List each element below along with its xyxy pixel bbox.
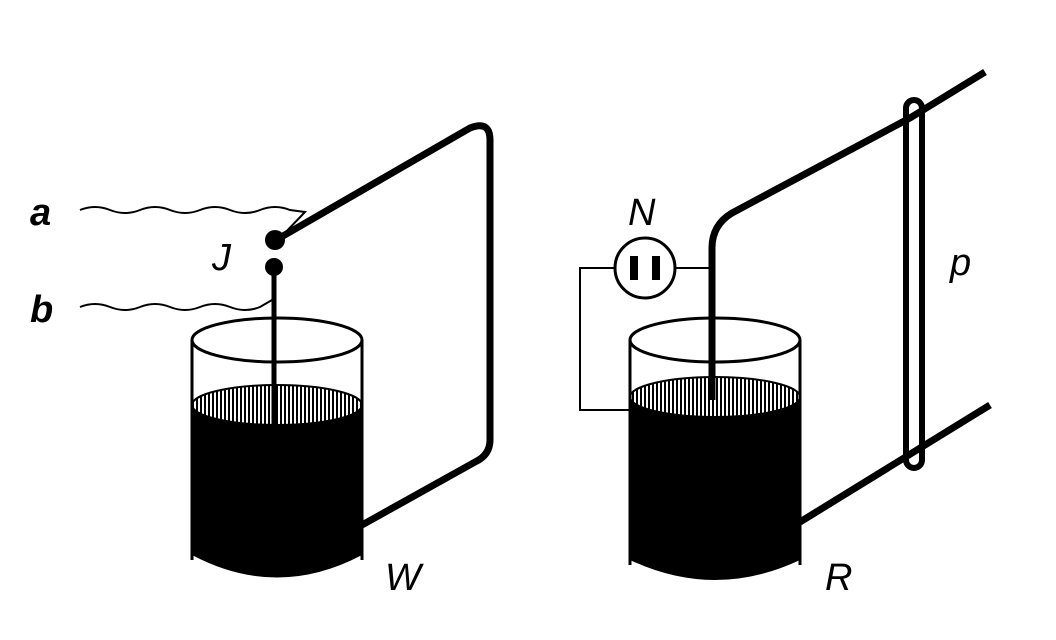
wavy-line-a [79, 206, 308, 237]
loop-p [903, 97, 925, 471]
beaker-w [190, 316, 364, 578]
spark-gap-lower [265, 258, 283, 276]
label-r: R [825, 557, 852, 599]
label-j: J [211, 237, 232, 279]
label-w: W [385, 557, 424, 599]
label-n: N [628, 192, 656, 234]
electrode-r-wire [708, 69, 987, 400]
wavy-line-b [79, 299, 273, 311]
loop-wire-w [274, 122, 494, 529]
label-a: a [30, 192, 51, 234]
bottom-wire-r [798, 402, 992, 525]
neon-lamp-n [613, 236, 677, 300]
lamp-circuit [579, 267, 710, 411]
label-b: b [30, 289, 53, 331]
label-p: p [949, 242, 971, 284]
